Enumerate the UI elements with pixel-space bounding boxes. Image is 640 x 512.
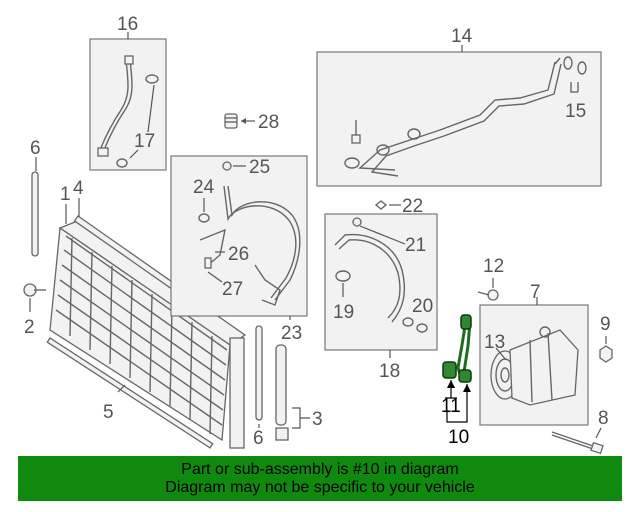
- stud-8: [551, 431, 604, 455]
- callout-4[interactable]: 4: [73, 178, 84, 199]
- line-14: [358, 61, 556, 171]
- banner-line-2: Diagram may not be specific to your vehi…: [165, 479, 475, 496]
- callout-26[interactable]: 26: [228, 244, 249, 265]
- callout-1[interactable]: 1: [60, 184, 71, 205]
- box-23: [170, 155, 308, 317]
- callout-11[interactable]: 11: [441, 396, 461, 417]
- callout-13[interactable]: 13: [484, 332, 505, 353]
- callout-16[interactable]: 16: [117, 14, 138, 35]
- callout-25[interactable]: 25: [249, 157, 270, 178]
- callout-2[interactable]: 2: [24, 317, 35, 338]
- callout-22[interactable]: 22: [402, 196, 423, 217]
- condenser-1: [49, 219, 247, 449]
- hose-18: [334, 233, 406, 323]
- callout-28[interactable]: 28: [258, 112, 279, 133]
- info-banner: Part or sub-assembly is #10 in diagram D…: [18, 456, 622, 501]
- callout-21[interactable]: 21: [405, 235, 426, 256]
- callout-14[interactable]: 14: [451, 26, 473, 47]
- seal-5: [46, 337, 214, 449]
- side-bracket-6: [31, 171, 39, 257]
- callout-24[interactable]: 24: [193, 177, 215, 198]
- highlighted-part-10[interactable]: [442, 314, 472, 383]
- callout-15[interactable]: 15: [565, 101, 586, 122]
- callout-12[interactable]: 12: [483, 256, 504, 277]
- banner-line-1: Part or sub-assembly is #10 in diagram: [181, 461, 459, 478]
- callout-7[interactable]: 7: [530, 282, 541, 303]
- callout-3[interactable]: 3: [312, 409, 323, 430]
- callout-17[interactable]: 17: [134, 131, 155, 152]
- callout-6a[interactable]: 6: [30, 138, 41, 159]
- part-28: [224, 113, 238, 129]
- hose-16: [103, 59, 133, 151]
- callout-20[interactable]: 20: [412, 296, 433, 317]
- callout-19[interactable]: 19: [333, 302, 354, 323]
- callout-6b[interactable]: 6: [253, 428, 264, 449]
- callout-9[interactable]: 9: [600, 314, 611, 335]
- callout-23[interactable]: 23: [281, 323, 302, 344]
- compressor-7: [490, 326, 579, 406]
- callout-27[interactable]: 27: [222, 279, 243, 300]
- callout-18[interactable]: 18: [379, 361, 400, 382]
- nut-9: [599, 345, 613, 363]
- bolt-2: [23, 283, 46, 297]
- bolt-12: [477, 289, 499, 301]
- callout-10[interactable]: 10: [448, 427, 469, 448]
- drier-3: [275, 344, 287, 426]
- callout-8[interactable]: 8: [598, 408, 609, 429]
- callout-5[interactable]: 5: [103, 402, 114, 423]
- hose-23: [227, 185, 301, 301]
